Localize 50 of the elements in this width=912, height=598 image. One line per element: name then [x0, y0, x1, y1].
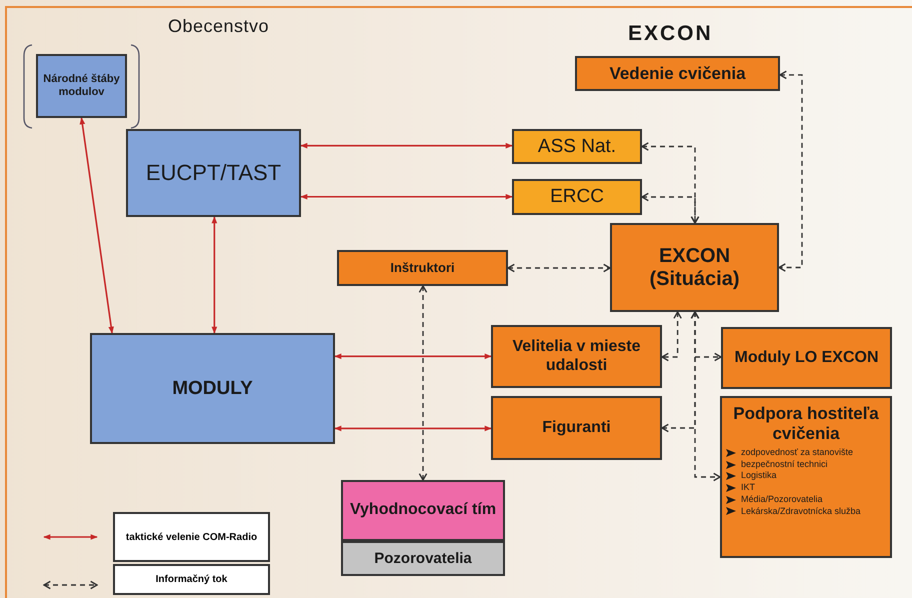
liaison-box — [721, 327, 892, 389]
section-heading: EXCON — [628, 22, 713, 46]
node-label: Inštruktori — [390, 260, 455, 276]
node-label: ASS Nat. — [538, 136, 616, 158]
dashed-arrow — [690, 311, 721, 482]
node-label: MODULY — [172, 378, 253, 400]
agency-box — [512, 129, 642, 164]
arrow — [300, 142, 513, 149]
dashed-arrow — [507, 264, 611, 272]
node-label: Moduly LO EXCON — [734, 348, 878, 368]
control-box — [575, 56, 780, 91]
command-box — [491, 325, 662, 388]
list-item-text: Média/Pozorovatelia — [741, 494, 823, 506]
dashed-arrow — [778, 70, 803, 272]
role-player-box — [491, 396, 662, 460]
staff-box — [36, 54, 127, 118]
legend-text: Informačný tok — [113, 564, 270, 595]
list-item-text: zodpovednosť za stanovište — [741, 447, 853, 459]
instructor-box — [337, 250, 508, 286]
evaluation-box — [341, 480, 505, 541]
dashed-arrow — [641, 192, 700, 224]
node-label: EXCON (Situácia) — [648, 244, 741, 290]
arrow — [212, 216, 218, 334]
legend-text: taktické velenie COM-Radio — [113, 512, 270, 562]
list-item-text: Logistika — [741, 470, 777, 482]
list-item-text: Lekárska/Zdravotnícka služba — [741, 506, 861, 518]
node-label: EUCPT/TAST — [146, 160, 282, 186]
node-label: Vedenie cvičenia — [609, 64, 746, 84]
list-item-text: bezpečnostní technici — [741, 458, 828, 470]
observer-box — [341, 541, 505, 576]
node-label: Pozorovatelia — [374, 550, 472, 568]
arrow — [334, 354, 492, 360]
arrow — [334, 426, 492, 432]
node-label: Vyhodnocovací tím — [350, 501, 496, 520]
support-box — [720, 396, 892, 558]
arrow — [300, 194, 513, 200]
node-label: ERCC — [550, 186, 604, 208]
dashed-arrow — [661, 311, 682, 362]
agency-box — [512, 179, 642, 215]
node-label: Figuranti — [542, 418, 611, 438]
dashed-arrow — [418, 285, 428, 481]
node-label: Národné štáby modulov — [42, 73, 121, 99]
module-box — [90, 333, 335, 444]
control-box — [610, 223, 779, 312]
command-box — [126, 129, 301, 217]
arrow — [80, 117, 114, 334]
list-item-text: IKT — [741, 482, 756, 494]
section-heading: Obecenstvo — [168, 16, 270, 37]
node-label: Podpora hostiteľa cvičenia — [732, 404, 880, 444]
node-label: Velitelia v mieste udalosti — [511, 338, 642, 375]
